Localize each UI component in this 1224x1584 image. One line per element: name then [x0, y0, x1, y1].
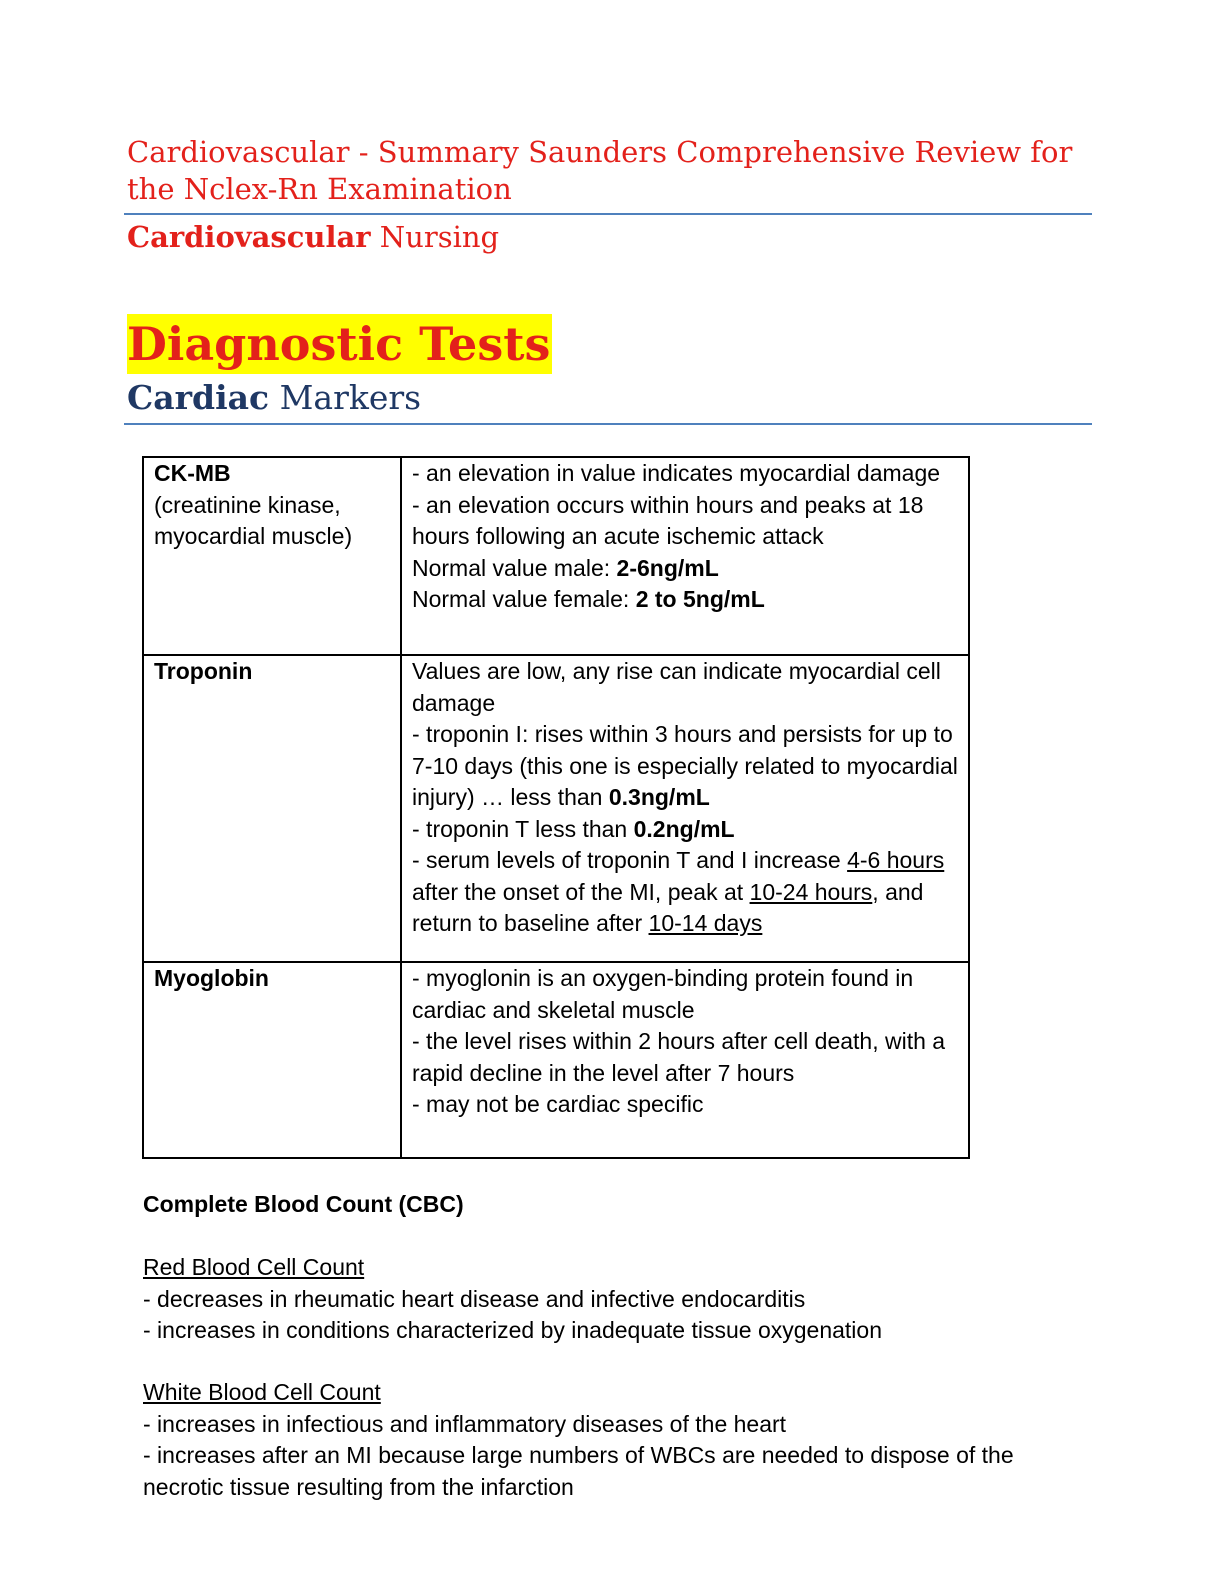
marker-description-cell: Values are low, any rise can indicate my…	[400, 654, 970, 963]
rbc-section: Red Blood Cell Count - decreases in rheu…	[143, 1252, 882, 1347]
marker-name: CK-MB	[154, 460, 231, 486]
document-subtitle: Cardiovascular Nursing	[127, 218, 499, 256]
cardiac-markers-table: CK-MB (creatinine kinase, myocardial mus…	[142, 456, 970, 1159]
marker-line: - an elevation in value indicates myocar…	[412, 460, 941, 486]
table-row: Myoglobin - myoglonin is an oxygen-bindi…	[142, 961, 970, 1159]
rbc-line: - decreases in rheumatic heart disease a…	[143, 1285, 806, 1312]
marker-line: - troponin T less than 0.2ng/mL	[412, 815, 735, 842]
subheading-bold: Cardiac	[127, 378, 270, 417]
subheading-divider	[124, 423, 1092, 425]
wbc-section: White Blood Cell Count - increases in in…	[143, 1377, 1053, 1503]
marker-description-cell: - an elevation in value indicates myocar…	[400, 456, 970, 656]
marker-description-cell: - myoglonin is an oxygen-binding protein…	[400, 961, 970, 1159]
wbc-line: - increases after an MI because large nu…	[143, 1442, 1014, 1500]
document-title: Cardiovascular - Summary Saunders Compre…	[127, 135, 1073, 206]
marker-line: - myoglonin is an oxygen-binding protein…	[412, 965, 914, 1023]
marker-name: Myoglobin	[154, 965, 269, 991]
normal-value-female: Normal value female: 2 to 5ng/mL	[412, 586, 765, 612]
rbc-title: Red Blood Cell Count	[143, 1254, 365, 1280]
marker-name-cell: CK-MB (creatinine kinase, myocardial mus…	[142, 456, 402, 656]
marker-line: - the level rises within 2 hours after c…	[412, 1028, 946, 1086]
normal-value-male: Normal value male: 2-6ng/mL	[412, 554, 719, 581]
table-row: Troponin Values are low, any rise can in…	[142, 654, 970, 963]
marker-line: - serum levels of troponin T and I incre…	[412, 847, 945, 936]
cbc-heading: Complete Blood Count (CBC)	[143, 1191, 464, 1217]
marker-line: - may not be cardiac specific	[412, 1091, 704, 1117]
marker-line: Values are low, any rise can indicate my…	[412, 658, 941, 716]
subtitle-rest: Nursing	[370, 220, 500, 254]
marker-name-cell: Troponin	[142, 654, 402, 963]
marker-name: Troponin	[154, 658, 253, 684]
marker-line: - an elevation occurs within hours and p…	[412, 491, 924, 550]
title-divider	[124, 213, 1092, 215]
wbc-line: - increases in infectious and inflammato…	[143, 1410, 787, 1437]
section-subheading: Cardiac Markers	[127, 378, 421, 418]
marker-name-cell: Myoglobin	[142, 961, 402, 1159]
section-heading: Diagnostic Tests	[127, 314, 553, 374]
table-row: CK-MB (creatinine kinase, myocardial mus…	[142, 456, 970, 656]
rbc-line: - increases in conditions characterized …	[143, 1317, 882, 1343]
subtitle-bold: Cardiovascular	[127, 220, 371, 254]
marker-line: - troponin I: rises within 3 hours and p…	[412, 721, 958, 810]
marker-name-detail: (creatinine kinase, myocardial muscle)	[154, 491, 353, 550]
subheading-rest: Markers	[269, 378, 422, 417]
wbc-title: White Blood Cell Count	[143, 1379, 381, 1405]
